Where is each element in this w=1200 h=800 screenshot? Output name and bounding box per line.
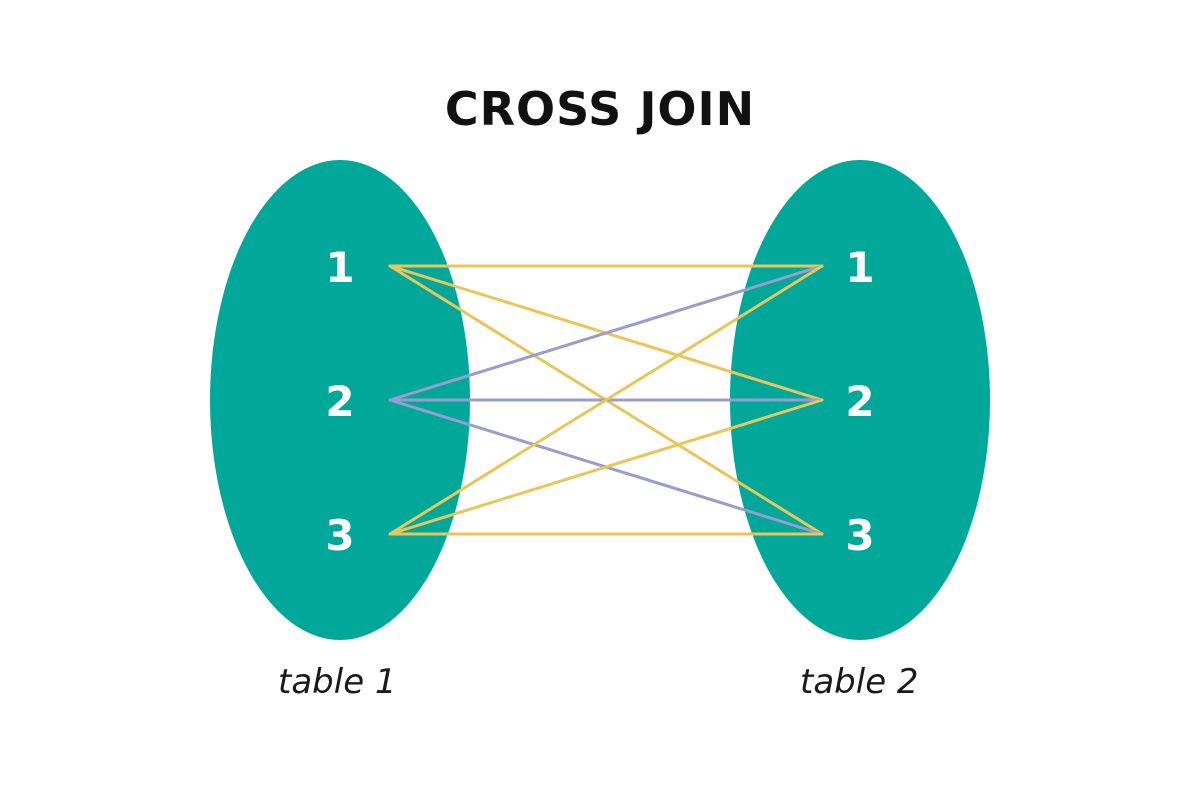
- link-3-to-2: [388, 398, 824, 536]
- link-2-to-1: [388, 264, 824, 402]
- link-3-to-1: [388, 264, 824, 536]
- table1-row-3: 3: [325, 511, 354, 560]
- table2-ellipse: [730, 160, 990, 640]
- join-connections: [388, 264, 824, 536]
- table2-row-1: 1: [845, 243, 874, 292]
- table1-row-2: 2: [325, 377, 354, 426]
- table1-label: table 1: [278, 662, 397, 702]
- table2-row-2: 2: [845, 377, 874, 426]
- table2-row-3: 3: [845, 511, 874, 560]
- table1-row-1: 1: [325, 243, 354, 292]
- table2-label: table 2: [800, 662, 919, 702]
- diagram-title: CROSS JOIN: [444, 82, 756, 136]
- table1-ellipse: [210, 160, 470, 640]
